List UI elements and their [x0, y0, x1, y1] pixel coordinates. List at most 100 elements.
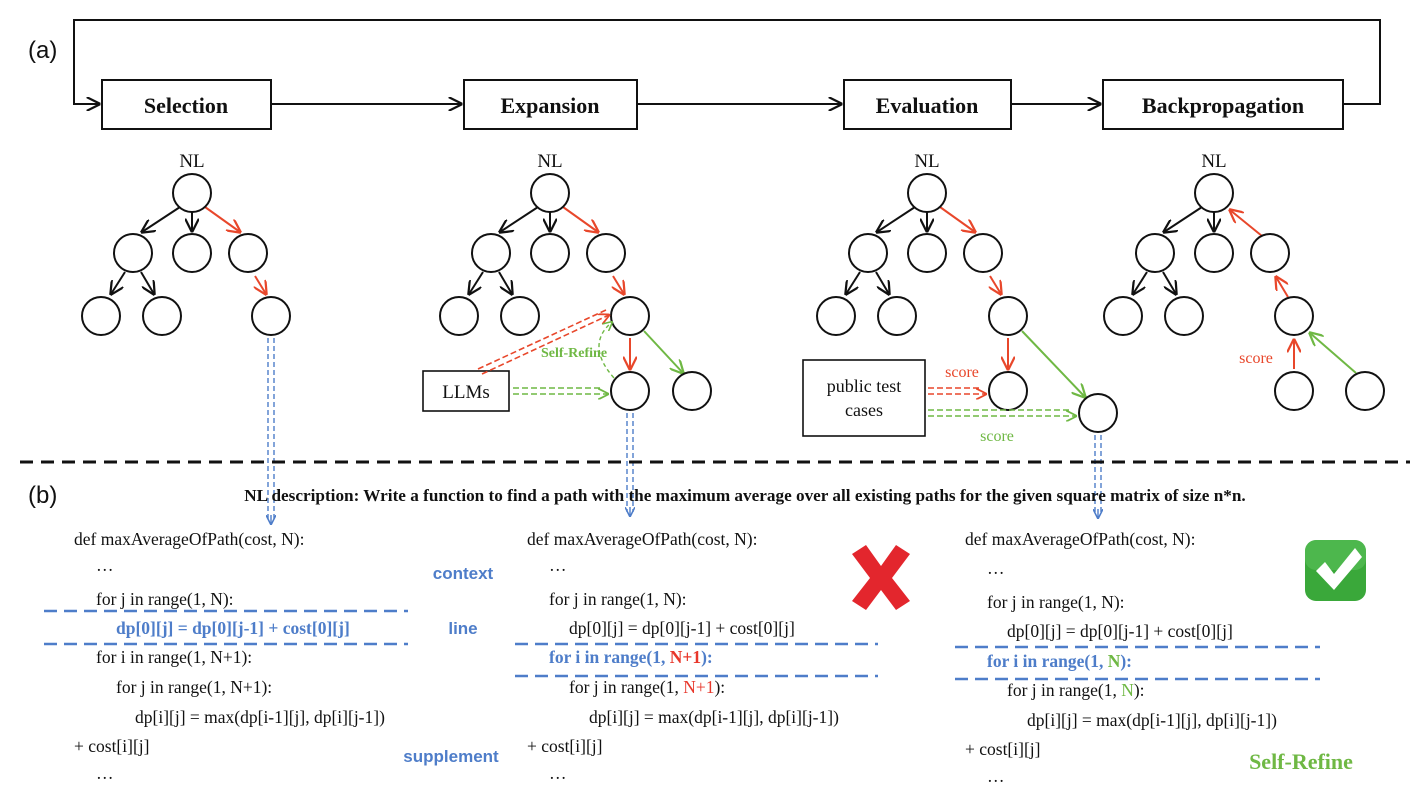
- tree-node: [907, 173, 947, 213]
- tree-node: [113, 233, 153, 273]
- code-line: + cost[i][j]: [527, 736, 602, 756]
- self-refine-caption: Self-Refine: [1249, 749, 1353, 774]
- code-line: dp[0][j] = dp[0][j-1] + cost[0][j]: [569, 618, 795, 638]
- llms-box: [422, 370, 510, 412]
- panel-a-label: (a): [28, 37, 57, 64]
- test-box-line1: public test: [827, 376, 902, 396]
- code-line: …: [96, 555, 114, 575]
- test-box-line2: cases: [845, 400, 883, 420]
- tree-node: [1078, 393, 1118, 433]
- tree-node: [610, 296, 650, 336]
- code-block-context: def maxAverageOfPath(cost, N): … for j i…: [74, 529, 385, 783]
- nl-description: NL description: Write a function to find…: [244, 486, 1245, 505]
- code-line: for j in range(1, N):: [96, 589, 234, 609]
- tree-node: [1274, 296, 1314, 336]
- code-line: for j in range(1, N):: [549, 589, 687, 609]
- code-line: …: [549, 763, 567, 783]
- tree-node: [1164, 296, 1204, 336]
- code-line-highlight: for i in range(1, N+1):: [549, 647, 713, 667]
- code-line-highlight: dp[0][j] = dp[0][j-1] + cost[0][j]: [116, 618, 350, 638]
- check-mark-icon: [1305, 540, 1366, 601]
- tree-node: [500, 296, 540, 336]
- code-line: dp[i][j] = max(dp[i-1][j], dp[i][j-1]): [589, 707, 839, 727]
- code-line: …: [987, 558, 1005, 578]
- expansion-tree: NL LLMs Self-Refine: [422, 151, 712, 412]
- code-line: …: [549, 555, 567, 575]
- annot-context: context: [433, 564, 494, 583]
- tree-node: [610, 371, 650, 411]
- code-block-wrong: def maxAverageOfPath(cost, N): … for j i…: [527, 529, 839, 783]
- tree-node: [1135, 233, 1175, 273]
- tree-node: [142, 296, 182, 336]
- root-label: NL: [537, 151, 562, 172]
- code-line: for j in range(1, N):: [1007, 680, 1145, 700]
- backpropagation-box: [1102, 79, 1344, 130]
- tree-node: [1103, 296, 1143, 336]
- code-line: dp[i][j] = max(dp[i-1][j], dp[i][j-1]): [1027, 710, 1277, 730]
- backprop-tree: NL score: [1103, 151, 1385, 411]
- selection-box: [101, 79, 272, 130]
- llms-label: LLMs: [442, 382, 490, 403]
- code-block-right: def maxAverageOfPath(cost, N): … for j i…: [965, 529, 1277, 786]
- tree-node: [907, 233, 947, 273]
- panel-b-label: (b): [28, 482, 57, 509]
- code-line: …: [987, 766, 1005, 786]
- tree-node: [586, 233, 626, 273]
- tree-node: [848, 233, 888, 273]
- score-label-backprop: score: [1239, 350, 1273, 367]
- root-label: NL: [914, 151, 939, 172]
- tree-node: [672, 371, 712, 411]
- tree-node: [1194, 173, 1234, 213]
- loop-arrow: [73, 19, 1381, 104]
- tree-node: [877, 296, 917, 336]
- code-line: for j in range(1, N):: [987, 592, 1125, 612]
- code-line: for i in range(1, N+1):: [96, 647, 252, 667]
- code-line-highlight: for i in range(1, N):: [987, 651, 1132, 671]
- tree-node: [1274, 371, 1314, 411]
- tree-node: [988, 371, 1028, 411]
- code-line: for j in range(1, N+1):: [569, 677, 725, 697]
- selection-tree: NL: [81, 151, 291, 336]
- selection-label: Selection: [144, 93, 228, 118]
- score-label-green: score: [980, 428, 1014, 445]
- backpropagation-label: Backpropagation: [1142, 93, 1304, 118]
- code-line: def maxAverageOfPath(cost, N):: [74, 529, 305, 549]
- code-line: + cost[i][j]: [965, 739, 1040, 759]
- tree-node: [172, 173, 212, 213]
- code-line: for j in range(1, N+1):: [116, 677, 272, 697]
- evaluation-label: Evaluation: [876, 93, 979, 118]
- root-label: NL: [179, 151, 204, 172]
- tree-node: [1250, 233, 1290, 273]
- annot-supplement: supplement: [403, 747, 499, 766]
- evaluation-tree: NL public test cases score score: [802, 151, 1118, 445]
- tree-node: [530, 173, 570, 213]
- self-refine-label: Self-Refine: [541, 346, 607, 361]
- code-line: …: [96, 763, 114, 783]
- tree-node: [530, 233, 570, 273]
- annot-line: line: [448, 619, 477, 638]
- cross-mark-icon: [852, 545, 910, 610]
- tree-node: [1194, 233, 1234, 273]
- code-line: dp[i][j] = max(dp[i-1][j], dp[i][j-1]): [135, 707, 385, 727]
- tree-node: [963, 233, 1003, 273]
- code-line: + cost[i][j]: [74, 736, 149, 756]
- tree-node: [81, 296, 121, 336]
- tree-node: [1345, 371, 1385, 411]
- code-line: dp[0][j] = dp[0][j-1] + cost[0][j]: [1007, 621, 1233, 641]
- root-label: NL: [1201, 151, 1226, 172]
- score-label-red: score: [945, 364, 979, 381]
- code-line: def maxAverageOfPath(cost, N):: [965, 529, 1196, 549]
- tree-node: [439, 296, 479, 336]
- expansion-box: [463, 79, 638, 130]
- tree-node: [988, 296, 1028, 336]
- expansion-label: Expansion: [500, 93, 599, 118]
- tree-node: [816, 296, 856, 336]
- tree-node: [172, 233, 212, 273]
- evaluation-box: [843, 79, 1012, 130]
- code-line: def maxAverageOfPath(cost, N):: [527, 529, 758, 549]
- tree-node: [228, 233, 268, 273]
- tree-node: [471, 233, 511, 273]
- tree-to-code-connectors: [268, 338, 1101, 524]
